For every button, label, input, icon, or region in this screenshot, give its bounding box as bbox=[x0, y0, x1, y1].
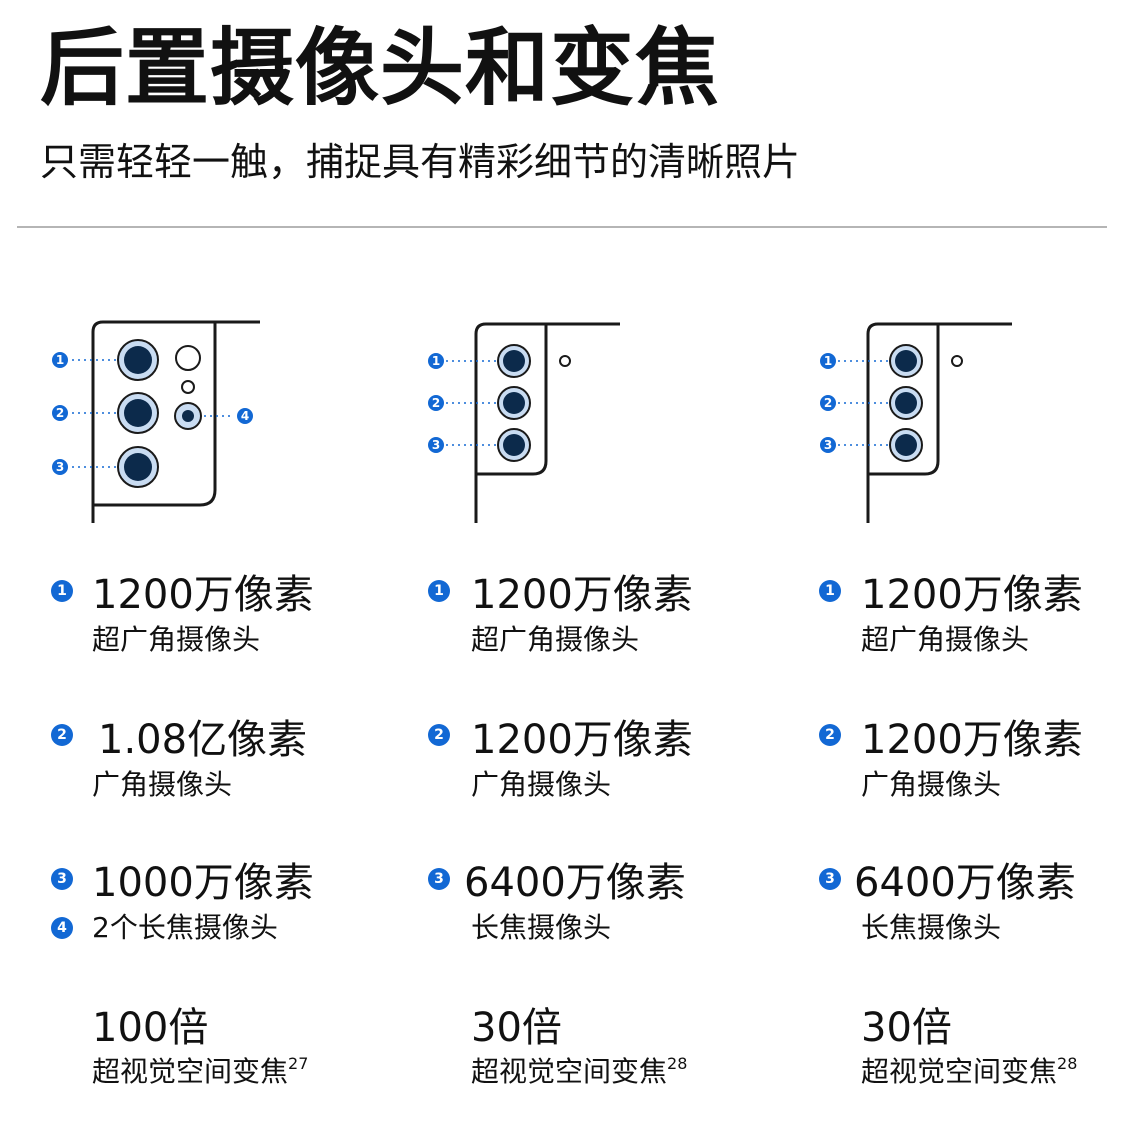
spec-desc: 超广角摄像头 bbox=[471, 623, 640, 656]
spec-desc: 广角摄像头 bbox=[92, 768, 233, 801]
diagram-label: 2 bbox=[432, 396, 440, 410]
spec-desc: 广角摄像头 bbox=[471, 768, 612, 801]
spec-value: 1200万像素 bbox=[92, 572, 314, 618]
spec-column-2: 1 1200万像素 超广角摄像头 2 1200万像素 广角摄像头 3 6400万… bbox=[370, 0, 760, 1139]
zoom-value: 30倍 bbox=[471, 1005, 562, 1051]
spec-column-3: 1 1200万像素 超广角摄像头 2 1200万像素 广角摄像头 3 6400万… bbox=[760, 0, 1125, 1139]
zoom-desc: 超视觉空间变焦28 bbox=[861, 1054, 1078, 1088]
spec-column-1: 1 1200万像素 超广角摄像头 2 1.08亿像素 广角摄像头 3 1000万… bbox=[0, 0, 370, 1139]
divider bbox=[17, 226, 1107, 228]
page-title: 后置摄像头和变焦 bbox=[40, 19, 721, 117]
badge-1: 1 bbox=[428, 580, 450, 602]
diagram-label: 2 bbox=[824, 396, 832, 410]
zoom-desc: 超视觉空间变焦27 bbox=[92, 1054, 309, 1088]
zoom-desc: 超视觉空间变焦28 bbox=[471, 1054, 688, 1088]
spec-desc: 超广角摄像头 bbox=[92, 623, 261, 656]
lens-2 bbox=[497, 386, 531, 420]
footnote-marker: 27 bbox=[288, 1054, 309, 1073]
spec-value: 1000万像素 bbox=[92, 860, 314, 906]
spec-desc: 长焦摄像头 bbox=[471, 911, 612, 944]
lens-2 bbox=[117, 392, 159, 434]
badge-2: 2 bbox=[51, 724, 73, 746]
lens-2 bbox=[889, 386, 923, 420]
badge-2: 2 bbox=[819, 724, 841, 746]
spec-value: 1200万像素 bbox=[471, 572, 693, 618]
spec-value: 6400万像素 bbox=[464, 860, 686, 906]
spec-value: 1200万像素 bbox=[471, 717, 693, 763]
badge-3: 3 bbox=[51, 868, 73, 890]
spec-value: 1200万像素 bbox=[861, 717, 1083, 763]
diagram-label: 1 bbox=[432, 354, 440, 368]
badge-3: 3 bbox=[819, 868, 841, 890]
diagram-label: 2 bbox=[56, 406, 64, 420]
camera-diagram-2: 1 2 3 bbox=[428, 322, 620, 523]
footnote-marker: 28 bbox=[1057, 1054, 1078, 1073]
lens-3 bbox=[889, 428, 923, 462]
lens-1 bbox=[117, 339, 159, 381]
spec-desc: 2个长焦摄像头 bbox=[92, 911, 278, 944]
zoom-value: 100倍 bbox=[92, 1005, 209, 1051]
spec-value: 1.08亿像素 bbox=[98, 717, 308, 763]
spec-value: 1200万像素 bbox=[861, 572, 1083, 618]
spec-desc: 长焦摄像头 bbox=[861, 911, 1002, 944]
diagram-label: 3 bbox=[56, 460, 64, 474]
badge-1: 1 bbox=[819, 580, 841, 602]
footnote-marker: 28 bbox=[667, 1054, 688, 1073]
spec-desc: 广角摄像头 bbox=[861, 768, 1002, 801]
badge-1: 1 bbox=[51, 580, 73, 602]
page-subtitle: 只需轻轻一触，捕捉具有精彩细节的清晰照片 bbox=[40, 140, 801, 184]
diagram-label: 3 bbox=[824, 438, 832, 452]
camera-diagram-1: 1 2 3 4 bbox=[52, 320, 260, 523]
lens-4 bbox=[174, 402, 202, 430]
lens-1 bbox=[889, 344, 923, 378]
spec-desc: 超广角摄像头 bbox=[861, 623, 1030, 656]
camera-diagram-3: 1 2 3 bbox=[820, 322, 1012, 523]
diagram-label: 4 bbox=[241, 409, 249, 423]
diagram-label: 1 bbox=[824, 354, 832, 368]
zoom-value: 30倍 bbox=[861, 1005, 952, 1051]
diagram-label: 3 bbox=[432, 438, 440, 452]
badge-4: 4 bbox=[51, 917, 73, 939]
diagram-label: 1 bbox=[56, 353, 64, 367]
lens-3 bbox=[497, 428, 531, 462]
lens-1 bbox=[497, 344, 531, 378]
spec-value: 6400万像素 bbox=[854, 860, 1076, 906]
badge-2: 2 bbox=[428, 724, 450, 746]
badge-3: 3 bbox=[428, 868, 450, 890]
lens-3 bbox=[117, 446, 159, 488]
